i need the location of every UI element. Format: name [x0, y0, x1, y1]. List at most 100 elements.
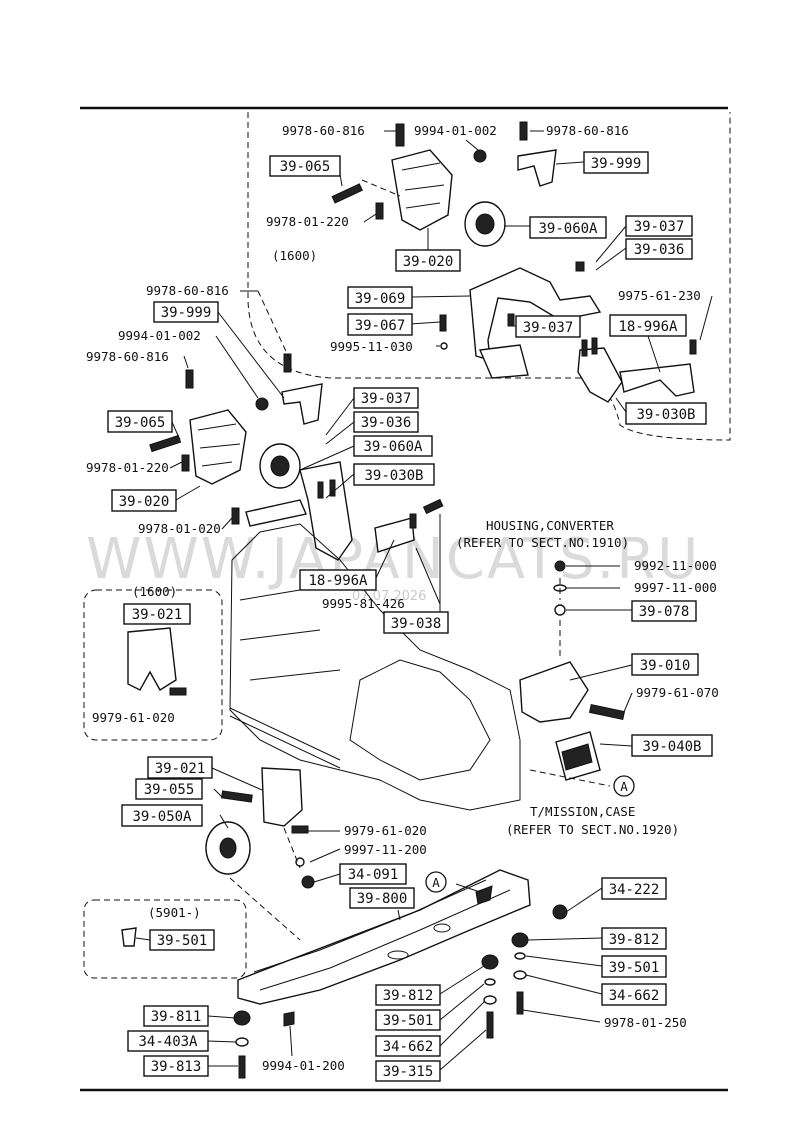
hardware-label: 9994-01-002: [414, 123, 497, 138]
hardware-label: 9995-81-426: [322, 596, 405, 611]
part-box: 39-020: [395, 249, 461, 272]
hardware-label: 9975-61-230: [618, 288, 701, 303]
part-box-label: 39-050A: [132, 809, 192, 825]
hardware-label: 9992-11-000: [634, 558, 717, 573]
part-box: 39-037: [353, 387, 419, 409]
variant-1600-drawing: [127, 627, 187, 696]
part-box: 39-811: [143, 1005, 209, 1027]
part-box-label: 39-501: [383, 1013, 434, 1029]
tmission-note-line1: T/MISSION,CASE: [530, 804, 635, 819]
part-box-label: 39-010: [640, 658, 691, 674]
part-box: 34-662: [601, 983, 667, 1006]
mount-plate-upper: [577, 347, 623, 403]
part-box: 39-038: [383, 611, 449, 634]
part-box-label: 18-996A: [308, 573, 368, 589]
part-box-label: 34-662: [609, 988, 660, 1004]
part-box: 39-060A: [353, 435, 433, 457]
hardware-label: 9994-01-002: [118, 328, 201, 343]
part-box: 39-037: [515, 315, 581, 338]
part-box: 39-999: [153, 301, 219, 323]
hardware-label: 9995-11-030: [330, 339, 413, 354]
hardware-label: 9978-01-250: [604, 1015, 687, 1030]
reference-marker-a-right: A: [613, 775, 635, 797]
part-box: 39-078: [631, 600, 697, 622]
nut-upper: [473, 149, 487, 163]
part-box: 39-315: [375, 1060, 441, 1082]
part-box-label: 39-038: [391, 616, 442, 632]
part-box-label: 39-501: [157, 933, 208, 949]
part-box: 18-996A: [609, 314, 687, 337]
variant-1600-outline: [83, 589, 223, 741]
part-box-label: 39-812: [383, 988, 434, 1004]
lower-left-mount-drawing: [121, 767, 315, 947]
part-box-label: 18-996A: [618, 319, 678, 335]
part-box-label: 39-065: [115, 415, 166, 431]
part-box-label: 39-020: [119, 494, 170, 510]
variant-note-5901: (5901-): [148, 905, 201, 920]
part-box: 39-999: [583, 151, 649, 174]
part-box: 34-222: [601, 877, 667, 900]
bracket-arm-upper: [469, 267, 602, 361]
reference-marker-a-crossmember-label: A: [432, 875, 440, 890]
mount-bracket-right: [519, 661, 589, 723]
part-box-label: 39-069: [355, 291, 406, 307]
bolt-upper-2: [519, 121, 528, 141]
part-box: 39-030B: [353, 463, 435, 486]
part-box-label: 39-037: [523, 320, 574, 336]
part-box: 34-403A: [127, 1030, 209, 1052]
part-box: 39-036: [625, 238, 693, 260]
part-box-label: 34-091: [348, 867, 399, 883]
variant-note-1600-left: (1600): [132, 584, 177, 599]
diagram-notes: (1600) (1600) (5901-) HOUSING,CONVERTER …: [132, 248, 679, 920]
part-box-label: 39-811: [151, 1009, 202, 1025]
engine-bracket-upper: [391, 149, 453, 231]
hardware-label: 9979-61-020: [92, 710, 175, 725]
part-box-label: 39-030B: [364, 468, 423, 484]
part-box-label: 39-037: [634, 219, 685, 235]
part-box-label: 39-021: [132, 607, 183, 623]
part-box-label: 39-037: [361, 391, 412, 407]
part-box: 39-020: [111, 489, 177, 512]
part-box-label: 39-800: [357, 891, 408, 907]
part-box-label: 39-065: [280, 159, 331, 175]
leader-lines: [135, 130, 713, 1071]
part-box-label: 39-999: [591, 156, 642, 172]
part-box: 39-040B: [631, 734, 713, 757]
hardware-label: 9978-01-020: [138, 521, 221, 536]
hardware-labels: 9978-60-816 9994-01-002 9978-60-816 9978…: [86, 123, 719, 1073]
hardware-label: 9997-11-200: [344, 842, 427, 857]
part-box: 39-067: [347, 313, 413, 336]
part-box: 39-010: [631, 653, 699, 676]
part-box-label: 34-662: [383, 1039, 434, 1055]
hardware-label: 9978-01-220: [266, 214, 349, 229]
part-box: 34-662: [375, 1035, 441, 1057]
engine-transmission-outline: [229, 523, 521, 811]
part-box-label: 39-021: [155, 761, 206, 777]
part-box: 39-050A: [121, 804, 203, 827]
part-box-label: 34-222: [609, 882, 660, 898]
part-box-label: 39-501: [609, 960, 660, 976]
harness-bracket-upper: [619, 363, 695, 397]
part-box: 39-501: [149, 929, 215, 951]
part-box: 18-996A: [299, 569, 377, 591]
part-box: 39-021: [123, 603, 191, 625]
part-box-label: 39-060A: [538, 221, 598, 237]
part-box-label: 39-812: [609, 932, 660, 948]
part-box: 39-813: [143, 1055, 209, 1077]
part-box: 39-060A: [529, 216, 607, 239]
bolt-upper-1: [395, 123, 405, 147]
hardware-label: 9978-60-816: [146, 283, 229, 298]
variant-note-1600-top: (1600): [272, 248, 317, 263]
part-box: 39-055: [135, 778, 203, 800]
part-box-label: 39-078: [639, 604, 690, 620]
reference-marker-a-right-label: A: [620, 779, 628, 794]
small-bracket-middle: [281, 383, 323, 425]
part-box-label: 39-813: [151, 1059, 202, 1075]
part-box-label: 39-036: [361, 415, 412, 431]
part-box: 39-037: [625, 215, 693, 237]
part-box: 39-501: [601, 955, 667, 978]
watermark-date: 07.07.2026: [352, 589, 426, 604]
part-box: 39-069: [347, 286, 413, 309]
